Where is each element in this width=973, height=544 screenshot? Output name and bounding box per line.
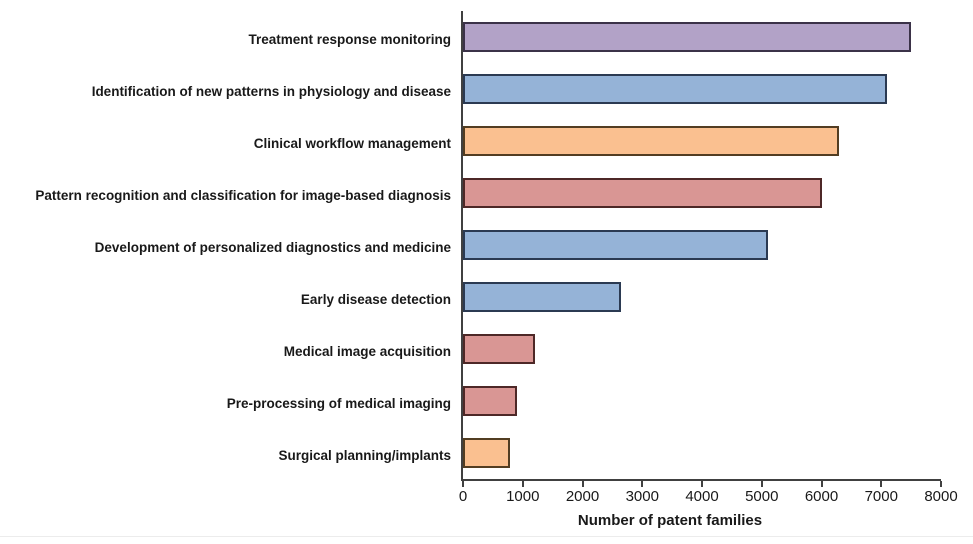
x-tick-mark (701, 481, 703, 487)
x-tick-label: 5000 (745, 488, 779, 505)
x-tick-label: 2000 (565, 488, 600, 505)
category-label: Identification of new patterns in physio… (91, 83, 451, 99)
bar (463, 22, 912, 52)
x-tick-label: 8000 (924, 488, 958, 505)
bar-row (463, 427, 941, 479)
bar-row (463, 115, 941, 167)
bar-row (463, 375, 941, 427)
x-tick-mark (880, 481, 883, 487)
x-tick-mark (641, 481, 644, 487)
category-label: Treatment response monitoring (248, 31, 451, 47)
bar (463, 334, 535, 364)
bar (463, 386, 517, 416)
bar-row (463, 167, 941, 219)
bar-row (463, 219, 941, 271)
bar (463, 438, 510, 468)
x-tick-label: 7000 (864, 488, 898, 505)
category-label: Medical image acquisition (283, 343, 451, 359)
bar (463, 178, 822, 208)
bar (463, 126, 840, 156)
x-tick-label: 6000 (804, 488, 839, 505)
bar-row (463, 63, 941, 115)
x-axis-ticks: 0 1000 2000 3000 4000 5000 6000 7000 8000 (459, 481, 958, 505)
category-label: Clinical workflow management (253, 135, 451, 151)
bar-row (463, 323, 941, 375)
x-tick-label: 1000 (506, 488, 540, 505)
category-label: Early disease detection (300, 291, 451, 307)
x-tick-label: 0 (458, 488, 468, 505)
x-tick-mark (760, 481, 763, 487)
x-tick-mark (820, 481, 823, 487)
x-tick-mark (581, 481, 584, 487)
category-label: Pre-processing of medical imaging (226, 395, 451, 411)
bottom-divider (0, 536, 973, 537)
x-tick-mark (521, 481, 524, 487)
category-label: Pattern recognition and classification f… (35, 187, 451, 203)
x-tick-mark (940, 481, 942, 487)
x-tick-label: 3000 (625, 488, 659, 505)
bar (463, 282, 622, 312)
category-label: Development of personalized diagnostics … (94, 239, 451, 255)
bar (463, 74, 888, 104)
x-tick-label: 4000 (685, 488, 719, 505)
x-tick-mark (462, 481, 464, 487)
category-label: Surgical planning/implants (278, 447, 451, 463)
bar-row (463, 271, 941, 323)
plot-area (461, 11, 941, 481)
bar (463, 230, 768, 260)
x-axis-title: Number of patent families (577, 512, 763, 529)
bar-row (463, 11, 941, 63)
